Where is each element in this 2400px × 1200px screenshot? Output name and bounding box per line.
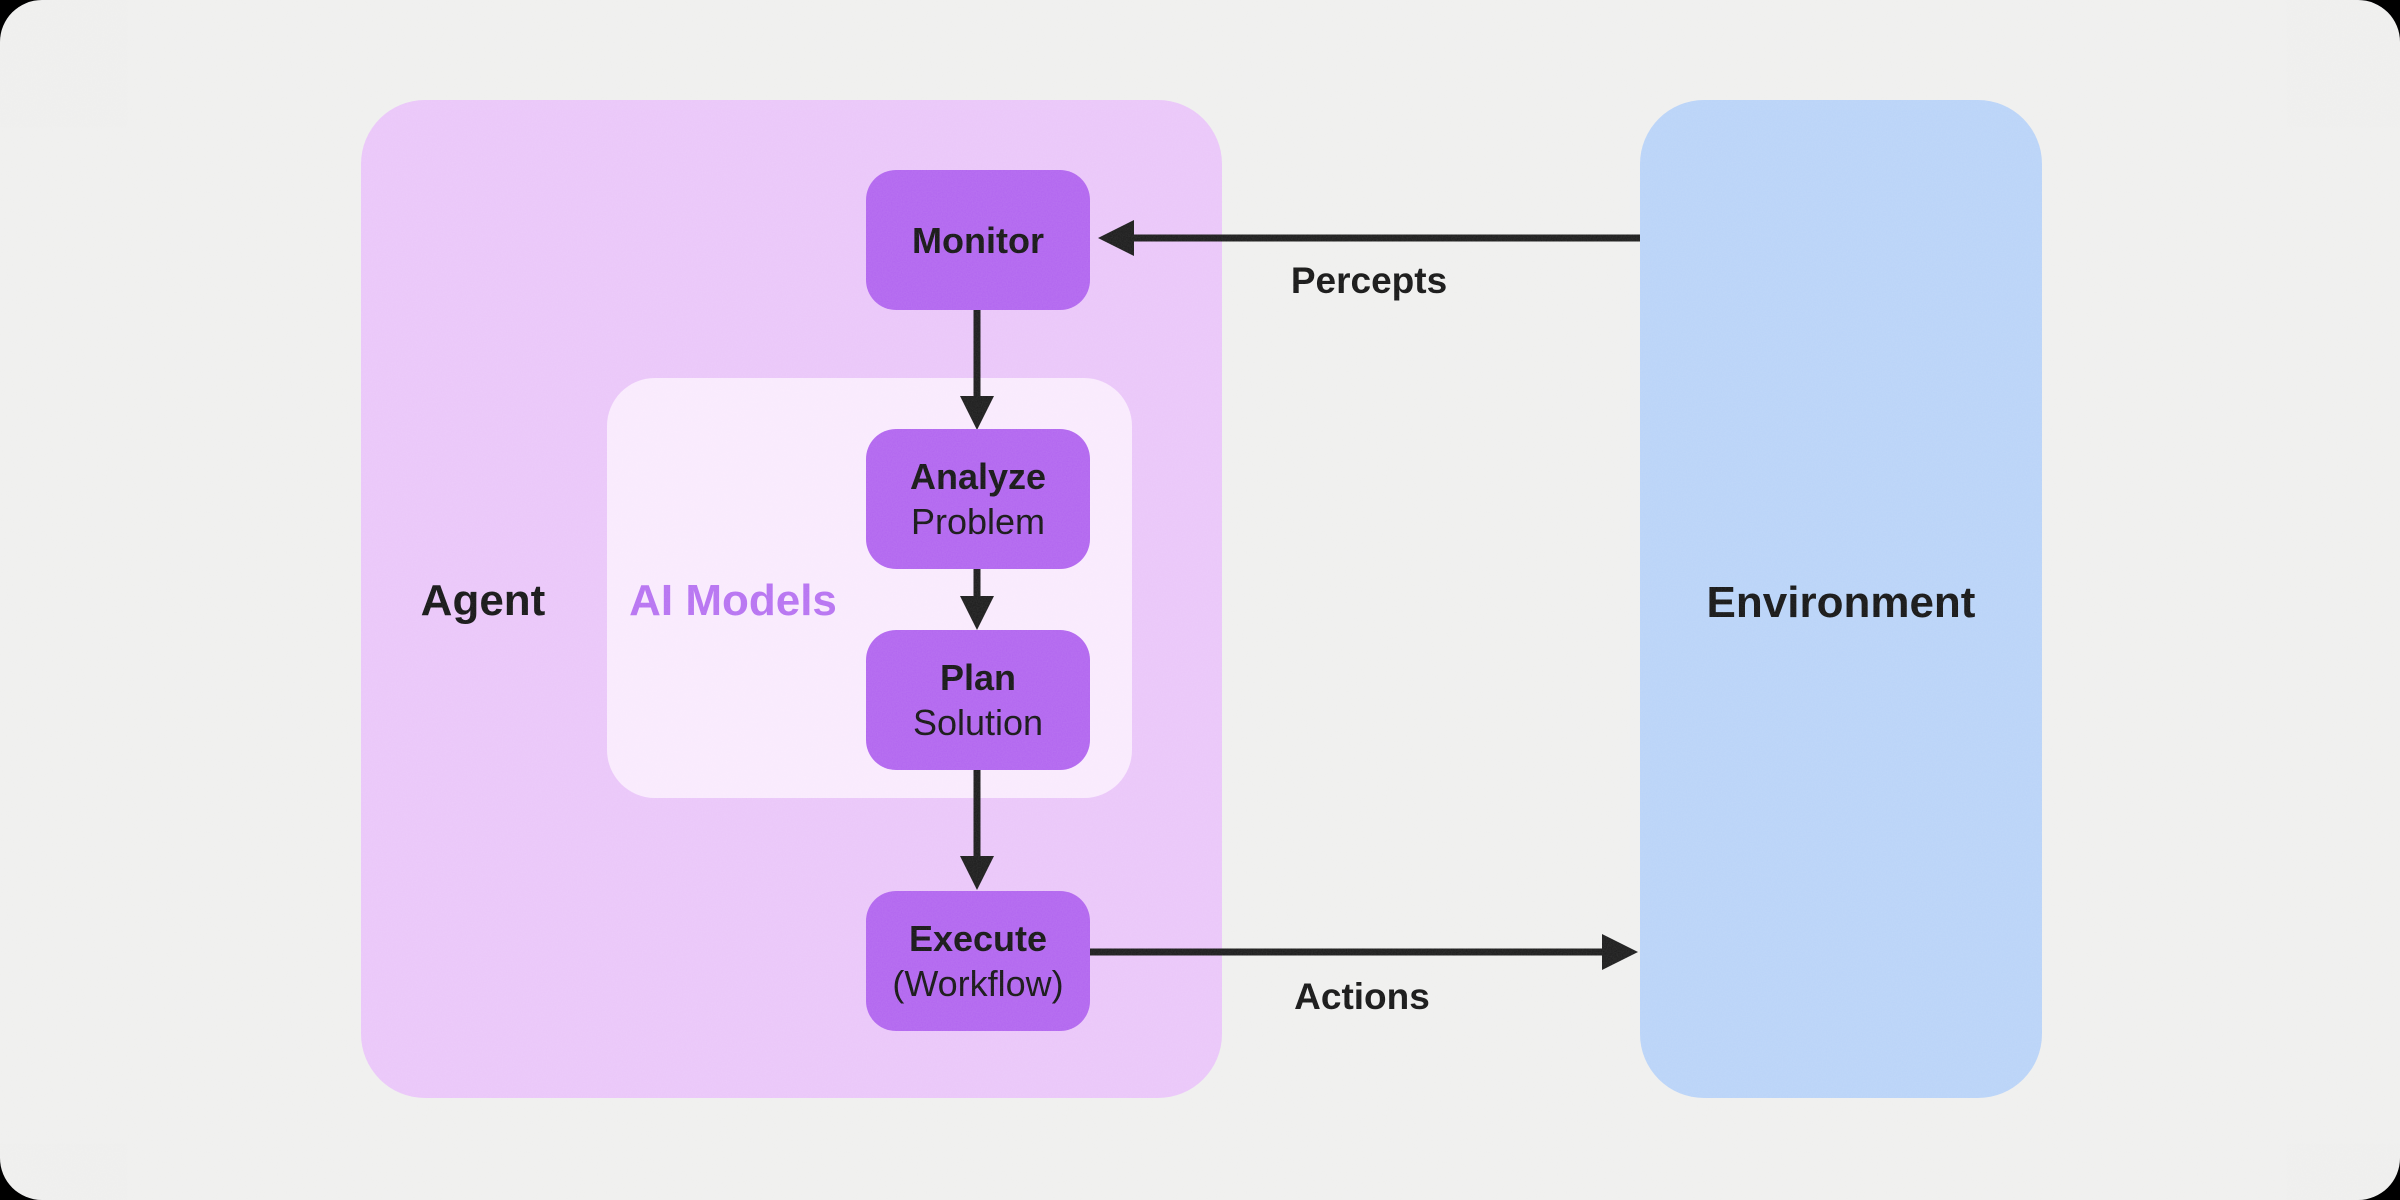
node-plan-subtitle: Solution [912, 702, 1044, 743]
node-monitor: Monitor [866, 170, 1090, 310]
environment-label: Environment [1706, 578, 1976, 627]
percepts-label: Percepts [1290, 260, 1448, 301]
node-analyze-subtitle: Problem [910, 501, 1046, 542]
node-execute-title: Execute [908, 918, 1048, 959]
node-analyze: Analyze Problem [866, 429, 1090, 569]
node-plan-title: Plan [939, 657, 1017, 698]
node-analyze-title: Analyze [909, 456, 1047, 497]
node-execute: Execute (Workflow) [866, 891, 1090, 1031]
ai-models-label: AI Models [629, 576, 837, 625]
node-plan: Plan Solution [866, 630, 1090, 770]
agent-label: Agent [420, 576, 546, 625]
actions-label: Actions [1294, 976, 1430, 1017]
node-execute-subtitle: (Workflow) [892, 963, 1064, 1004]
node-monitor-title: Monitor [912, 219, 1044, 261]
